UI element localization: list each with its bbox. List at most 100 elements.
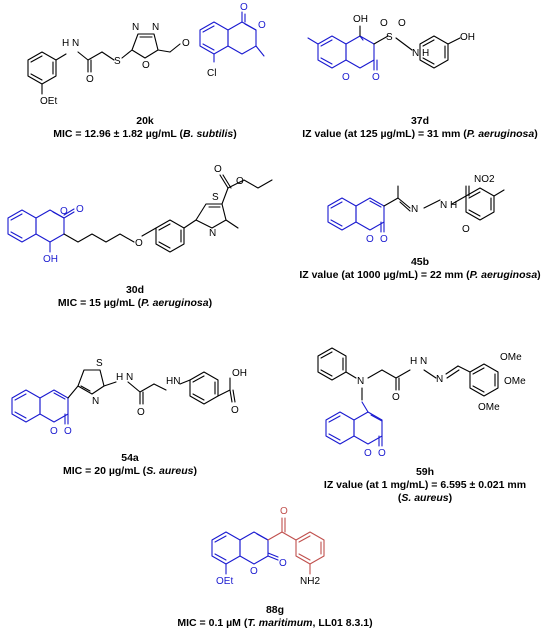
organism-name: S. aureus bbox=[146, 465, 194, 477]
caption-45b: 45b IZ value (at 1000 µg/mL) = 22 mm (P.… bbox=[290, 256, 550, 282]
label-45b-o3: O bbox=[380, 234, 388, 245]
label-30d-o3: O bbox=[135, 238, 143, 249]
compound-id: 37d bbox=[410, 115, 430, 127]
label-88g-oet: OEt bbox=[216, 576, 233, 587]
caption-text: IZ value (at 125 µg/mL) = 31 mm ( bbox=[302, 128, 467, 140]
structure-37d bbox=[307, 25, 461, 71]
organism-name: T. maritimum bbox=[247, 617, 313, 629]
structure-59h bbox=[317, 347, 499, 447]
label-37d-oh: OH bbox=[353, 14, 368, 25]
caption-text: MIC = 12.96 ± 1.82 µg/mL ( bbox=[53, 128, 184, 140]
label-54a-oh: OH bbox=[232, 368, 247, 379]
compound-id: 59h bbox=[415, 466, 435, 478]
label-45b-o1: O bbox=[462, 224, 470, 235]
caption-30d: 30d MIC = 15 µg/mL (P. aeruginosa) bbox=[10, 284, 260, 310]
label-30d-s: S bbox=[212, 192, 219, 203]
label-20k-nh: H N bbox=[62, 38, 79, 49]
label-54a-o2: O bbox=[231, 405, 239, 416]
label-20k-o2: O bbox=[142, 60, 150, 71]
caption-text: MIC = 15 µg/mL ( bbox=[57, 297, 142, 309]
compound-id: 20k bbox=[136, 115, 154, 127]
caption-end: ) bbox=[208, 297, 213, 309]
caption-text: MIC = 20 µg/mL ( bbox=[63, 465, 147, 477]
label-59h-nh: H N bbox=[410, 356, 427, 367]
label-59h-ome2: OMe bbox=[504, 376, 526, 387]
label-88g-o2: O bbox=[250, 566, 258, 577]
label-20k-oet: OEt bbox=[40, 96, 57, 107]
label-20k-o1: O bbox=[86, 74, 94, 85]
caption-end: ) bbox=[537, 269, 541, 281]
label-54a-o4: O bbox=[64, 426, 72, 437]
organism-name: B. subtilis bbox=[183, 128, 234, 140]
caption-end: ) bbox=[448, 492, 453, 504]
label-54a-nh: H N bbox=[116, 372, 133, 383]
label-30d-o4: O bbox=[214, 164, 222, 175]
structure-45b bbox=[327, 185, 505, 233]
caption-end: ) bbox=[534, 128, 538, 140]
compound-id: 30d bbox=[125, 284, 145, 296]
caption-end: ) bbox=[193, 465, 197, 477]
label-30d-o5: O bbox=[236, 176, 244, 187]
label-20k-o5: O bbox=[258, 20, 266, 31]
organism-name: P. aeruginosa bbox=[466, 128, 535, 140]
label-54a-hn: HN bbox=[166, 376, 180, 387]
label-54a-o1: O bbox=[137, 407, 145, 418]
label-88g-nh2: NH2 bbox=[300, 576, 320, 587]
label-59h-o1: O bbox=[392, 392, 400, 403]
label-45b-nh: N H bbox=[440, 200, 457, 211]
label-30d-oh: OH bbox=[43, 254, 58, 265]
label-30d-o1: O bbox=[60, 206, 68, 217]
label-37d-o1: O bbox=[380, 18, 388, 29]
label-20k-n1: N bbox=[132, 22, 139, 33]
organism-name: P. aeruginosa bbox=[469, 269, 538, 281]
caption-20k: 20k MIC = 12.96 ± 1.82 µg/mL (B. subtili… bbox=[20, 115, 270, 141]
caption-end: , LL01 8.3.1) bbox=[312, 617, 373, 629]
caption-59h: 59h IZ value (at 1 mg/mL) = 6.595 ± 0.02… bbox=[300, 466, 550, 505]
label-30d-o2: O bbox=[76, 204, 84, 215]
compound-id: 88g bbox=[265, 604, 285, 616]
label-59h-ome1: OMe bbox=[500, 352, 522, 363]
label-37d-o4: O bbox=[372, 72, 380, 83]
label-37d-oh2: OH bbox=[460, 32, 475, 43]
structure-88g bbox=[211, 517, 325, 575]
label-20k-s: S bbox=[114, 56, 121, 67]
label-20k-o3: O bbox=[182, 38, 190, 49]
label-37d-o3: O bbox=[342, 72, 350, 83]
label-54a-s: S bbox=[96, 358, 103, 369]
label-45b-n1: N bbox=[411, 204, 418, 215]
label-37d-nh: N H bbox=[412, 48, 429, 59]
label-37d-o2: O bbox=[398, 18, 406, 29]
label-54a-o3: O bbox=[50, 426, 58, 437]
label-30d-n: N bbox=[209, 228, 216, 239]
structure-20k bbox=[27, 11, 265, 95]
caption-text: IZ value (at 1000 µg/mL) = 22 mm ( bbox=[299, 269, 470, 281]
organism-name: S. aureus bbox=[401, 492, 449, 504]
label-54a-n: N bbox=[92, 396, 99, 407]
structure-54a bbox=[11, 369, 236, 425]
label-20k-o4: O bbox=[240, 2, 248, 13]
caption-end: ) bbox=[233, 128, 237, 140]
label-59h-o3: O bbox=[378, 448, 386, 459]
caption-88g: 88g MIC = 0.1 µM (T. maritimum, LL01 8.3… bbox=[120, 604, 430, 630]
compound-id: 54a bbox=[121, 452, 139, 464]
label-45b-o2: O bbox=[366, 234, 374, 245]
caption-54a: 54a MIC = 20 µg/mL (S. aureus) bbox=[20, 452, 240, 478]
organism-name: P. aeruginosa bbox=[141, 297, 209, 309]
structure-30d bbox=[7, 174, 273, 253]
caption-text: IZ value (at 1 mg/mL) = 6.595 ± 0.021 mm bbox=[323, 479, 527, 491]
label-59h-n: N bbox=[357, 376, 364, 387]
label-88g-o1: O bbox=[280, 506, 288, 517]
label-20k-n2: N bbox=[152, 22, 159, 33]
label-59h-o2: O bbox=[364, 448, 372, 459]
label-45b-no2: NO2 bbox=[474, 174, 495, 185]
caption-37d: 37d IZ value (at 125 µg/mL) = 31 mm (P. … bbox=[290, 115, 550, 141]
compound-id: 45b bbox=[410, 256, 430, 268]
label-88g-o3: O bbox=[279, 558, 287, 569]
label-59h-ome3: OMe bbox=[478, 402, 500, 413]
label-59h-n2: N bbox=[436, 374, 443, 385]
label-37d-s: S bbox=[386, 32, 393, 43]
caption-text: MIC = 0.1 µM ( bbox=[177, 617, 248, 629]
label-20k-cl: Cl bbox=[207, 68, 216, 79]
